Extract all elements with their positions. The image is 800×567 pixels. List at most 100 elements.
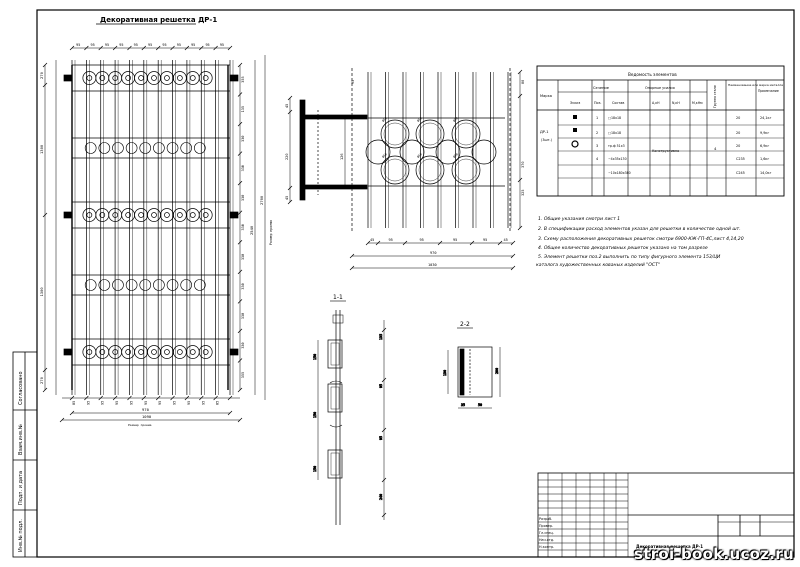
- section-sketch-square: [573, 128, 577, 132]
- ornament-ring: [166, 279, 179, 291]
- side-note: Размер проема: [269, 220, 273, 245]
- dim-label: 95: [379, 436, 383, 440]
- dim-label: 95: [144, 401, 148, 405]
- dim-tick: [510, 253, 516, 259]
- ornament-ring: [451, 119, 481, 149]
- dim-label: 330: [241, 165, 245, 171]
- plate-edge: [459, 348, 465, 396]
- dim-tick: [237, 180, 243, 186]
- dim-tick: [287, 109, 293, 115]
- dim-tick: [237, 240, 243, 245]
- title-row-label: Провер.: [539, 524, 553, 528]
- bottom-note: Размер проема: [128, 423, 152, 427]
- title-row-label: Нач.отд.: [539, 538, 554, 542]
- dim-label: 50: [478, 403, 482, 407]
- section-1-1-label: 1-1: [333, 294, 343, 301]
- dim-label: 45: [504, 238, 508, 242]
- sheet-title: Декоративная решетка ДР-1: [636, 544, 703, 549]
- spec-note: 1,6кг: [760, 157, 769, 161]
- ornament-link: [471, 139, 497, 165]
- dim-label: 95: [201, 401, 205, 405]
- dim-tick: [59, 417, 65, 423]
- general-notes: 1. Общие указания смотри лист 1 2. В спе…: [536, 216, 744, 268]
- anchor-plate: [229, 74, 239, 82]
- ornament-core: [86, 349, 93, 355]
- dim-label: 370: [521, 162, 525, 169]
- dim-tick: [141, 395, 147, 401]
- ornament-label: ф50: [381, 116, 388, 123]
- ornament-link: [435, 139, 461, 165]
- dim-tick: [227, 410, 233, 416]
- dim-label: 35: [461, 403, 465, 407]
- spec-note: 9,9кг: [760, 131, 769, 135]
- spec-col-sketch: Эскиз: [570, 101, 580, 105]
- dim-tick: [42, 62, 48, 68]
- dim-label: 95: [420, 238, 424, 242]
- dim-label: 135: [379, 334, 383, 340]
- dim-label: 95: [177, 43, 181, 47]
- dim-label: 95: [162, 43, 166, 47]
- dim-tick: [237, 299, 243, 304]
- ornament-core: [86, 212, 93, 218]
- ornament-ring: [139, 142, 152, 154]
- note-5b: каталога художественных кованых изделий …: [536, 262, 660, 268]
- dim-tick: [402, 240, 408, 246]
- dim-tick: [375, 240, 381, 246]
- dim-label: 95: [115, 401, 119, 405]
- ornament-core: [99, 349, 106, 355]
- dim-label: 80: [521, 80, 525, 84]
- dim-label: 126: [340, 154, 344, 161]
- section-plate-inner: [330, 386, 340, 410]
- ornament-core: [125, 212, 131, 218]
- ornament-ring: [380, 119, 410, 149]
- stamp-sign: Подп. и дата: [18, 471, 24, 505]
- dim-tick: [98, 45, 103, 51]
- spec-col-steel: Наименование или марка металла: [728, 83, 783, 87]
- anchor-plate: [63, 211, 73, 219]
- dim-tick: [517, 177, 523, 183]
- ornament-link: [365, 139, 391, 165]
- dim-label: 355: [241, 76, 245, 82]
- dim-tick: [381, 512, 387, 518]
- spec-col-group: Группа стали: [713, 85, 717, 108]
- stamp-replace: Взам.инв.№: [18, 423, 24, 455]
- dim-tick: [170, 45, 175, 51]
- dim-tick: [237, 328, 243, 334]
- note-5: 5. Элемент решетки поз.2 выполнить по ти…: [538, 254, 721, 260]
- spec-mark-sub: (3шт.): [541, 138, 553, 142]
- dim-tick: [199, 45, 204, 51]
- sheet-frame: [36, 9, 795, 558]
- dim-label: 220: [285, 154, 289, 161]
- dim-label: 95: [91, 43, 95, 47]
- dim-label: 150: [313, 412, 317, 418]
- dim-tick: [287, 185, 293, 191]
- stamp-agreed: Согласовано: [18, 371, 24, 405]
- dim-label: 95: [191, 43, 195, 47]
- dim-label: 95: [86, 401, 90, 405]
- dim-label: 130: [443, 370, 447, 376]
- spec-pos: 2: [596, 131, 598, 135]
- dim-tick: [42, 212, 48, 218]
- section-plate: [327, 449, 343, 479]
- spec-comp: −10х180х380: [608, 171, 631, 175]
- ornament-ring: [194, 279, 206, 291]
- dim-overall-bottom-2: 1090: [142, 414, 152, 419]
- section-2-2-label: 2-2: [460, 321, 470, 328]
- grille-detail-view: [299, 68, 512, 232]
- spec-note: 24,1кг: [760, 116, 772, 120]
- dim-label: 95: [173, 401, 177, 405]
- ornament-core: [125, 349, 131, 355]
- dim-label: 270: [39, 376, 44, 384]
- spec-col-force-sub: M,кНм: [692, 101, 703, 105]
- dim-label: 95: [158, 401, 162, 405]
- dim-tick: [237, 417, 243, 423]
- dim-tick: [381, 477, 387, 483]
- dim-tick: [69, 395, 75, 401]
- title-row-label: Гл.спец.: [539, 531, 554, 535]
- dim-overall-right: 2540: [249, 225, 254, 235]
- dim-label: 85: [72, 401, 76, 405]
